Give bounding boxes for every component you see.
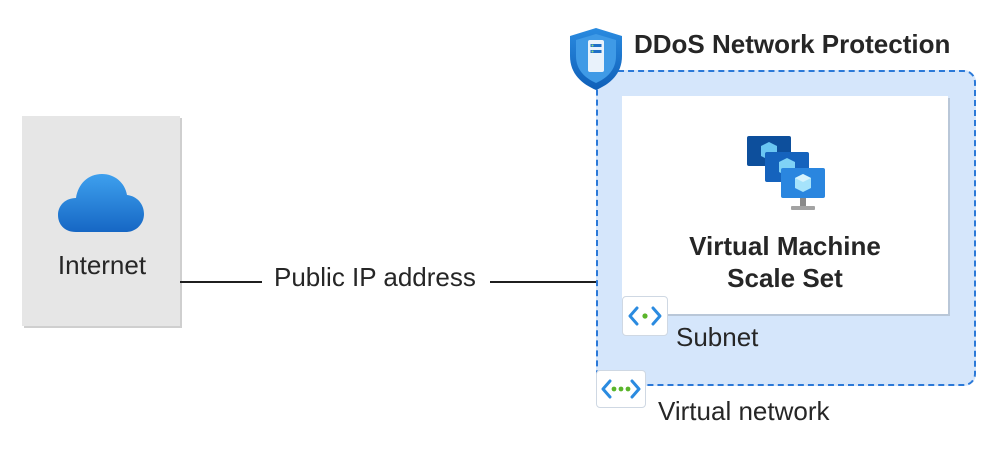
connection-line-arrow xyxy=(490,281,610,283)
virtual-network-label: Virtual network xyxy=(658,396,830,426)
internet-label: Internet xyxy=(57,250,147,280)
vmss-label: Virtual Machine Scale Set xyxy=(622,230,948,294)
virtual-machine-scale-set-icon xyxy=(747,136,825,210)
connection-line xyxy=(180,281,262,283)
subnet-icon xyxy=(622,296,668,336)
shield-icon xyxy=(570,28,622,90)
connection-label: Public IP address xyxy=(274,262,476,292)
vmss-node xyxy=(622,96,948,314)
virtual-network-icon xyxy=(596,370,646,408)
subnet-label: Subnet xyxy=(676,322,759,352)
ddos-protection-title: DDoS Network Protection xyxy=(634,29,951,59)
vmss-label-line2: Scale Set xyxy=(727,263,843,293)
cloud-icon xyxy=(58,174,144,232)
vmss-label-line1: Virtual Machine xyxy=(689,231,881,261)
